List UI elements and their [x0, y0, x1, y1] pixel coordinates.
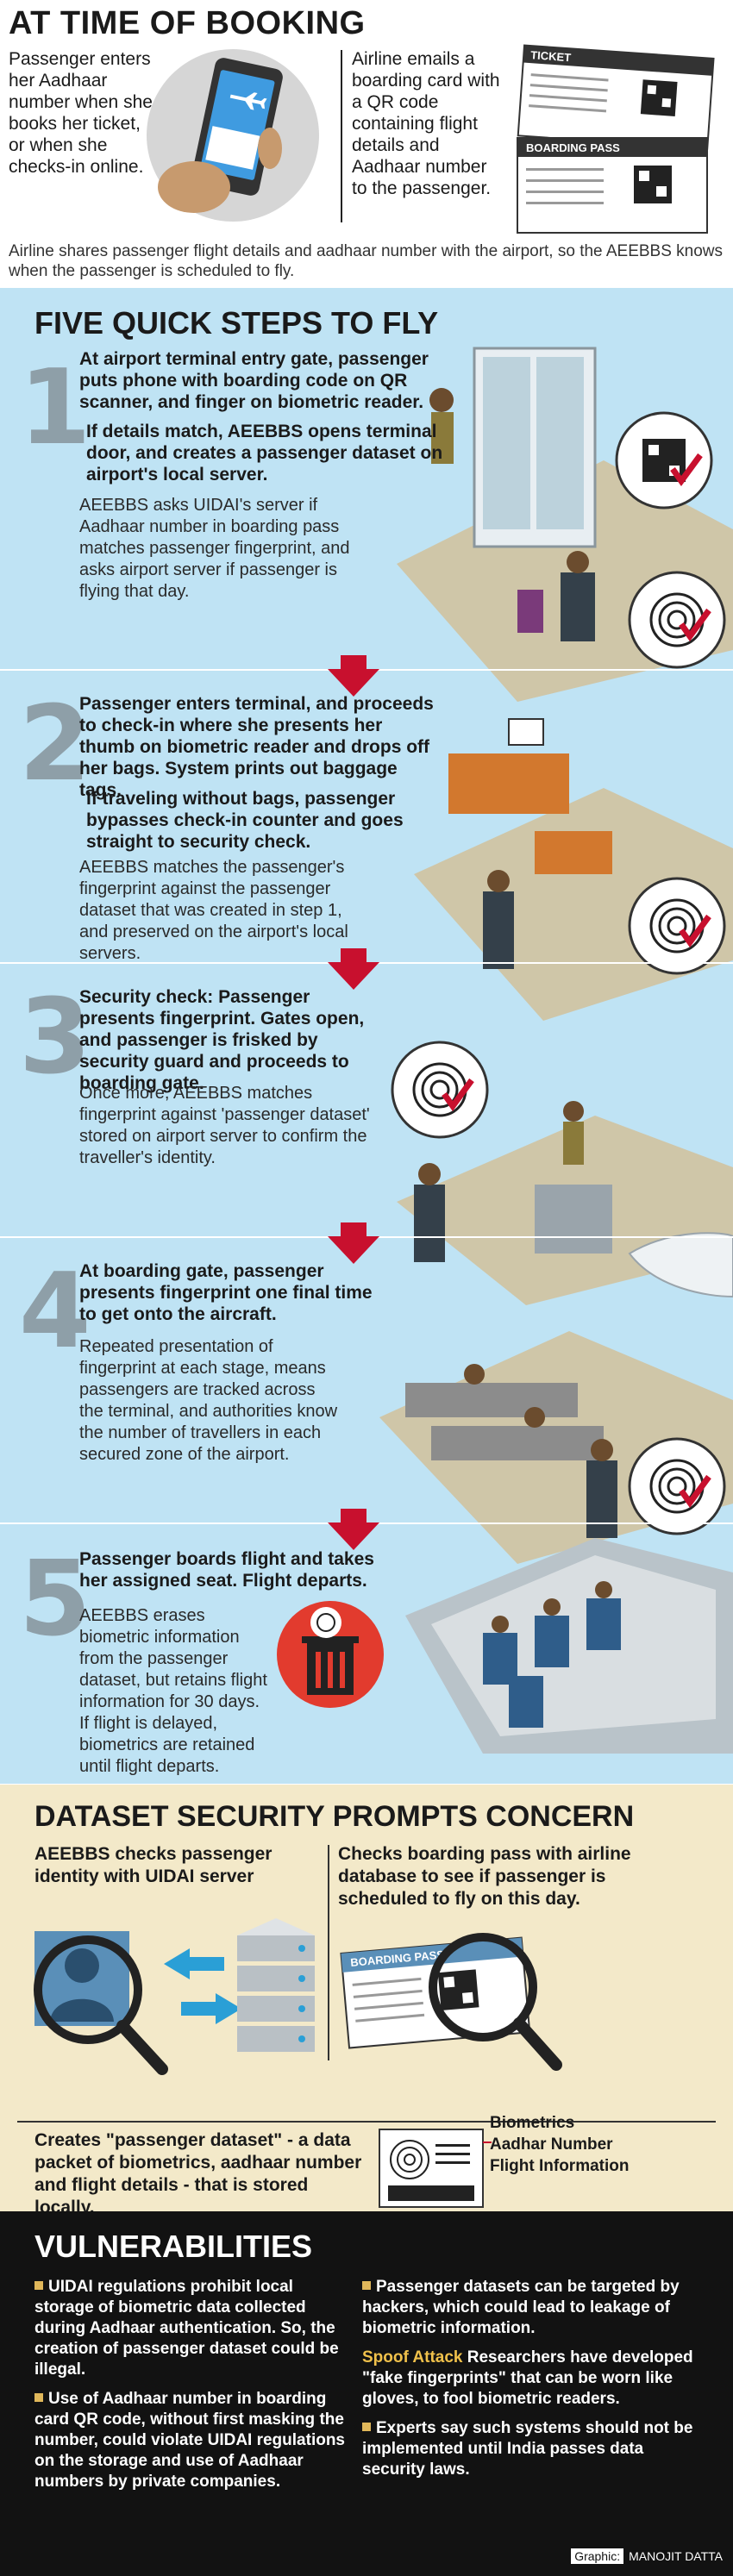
step-number: 3: [19, 978, 91, 1097]
vulnerability-item: Experts say such systems should not be i…: [362, 2418, 699, 2480]
bullet-icon: [34, 2281, 43, 2290]
vulnerability-item: Use of Aadhaar number in boarding card Q…: [34, 2389, 345, 2492]
dataset-packet-icon: [379, 2129, 492, 2208]
bullet-icon: [362, 2281, 371, 2290]
legend-item: Flight Information: [490, 2157, 630, 2175]
fingerprint-icon-1: [628, 571, 726, 669]
step-body: Repeated presentation of fingerprint at …: [79, 1337, 338, 1464]
step-arrow-stem: [341, 655, 366, 669]
step-title: Security check: Passenger presents finge…: [79, 987, 365, 1093]
step-subtitle: If details match, AEEBBS opens terminal …: [86, 422, 443, 485]
dataset-description: Creates "passenger dataset" - a data pac…: [34, 2130, 362, 2217]
step-body: AEEBBS matches the passenger's fingerpri…: [79, 858, 348, 963]
booking-bottom-text: Airline shares passenger flight details …: [9, 242, 724, 280]
ticket-illustration: TICKET BOARDING PASS: [504, 34, 724, 241]
step-arrow-icon: [328, 669, 379, 697]
credit-label: Graphic:: [571, 2548, 624, 2564]
vulnerability-text: Researchers have developed "fake fingerp…: [362, 2348, 693, 2408]
concern-right-text: Checks boarding pass with airline databa…: [338, 1844, 631, 1909]
step-title: Passenger boards flight and takes her as…: [79, 1549, 374, 1591]
vulnerability-item: Passenger datasets can be targeted by ha…: [362, 2277, 699, 2339]
concern-left-text: AEEBBS checks passenger identity with UI…: [34, 1844, 273, 1886]
vulnerabilities-section: VULNERABILITIES UIDAI regulations prohib…: [0, 2211, 733, 2576]
step-number: 1: [19, 348, 91, 468]
vulnerability-item: Spoof Attack Researchers have developed …: [362, 2348, 699, 2410]
step-number: 5: [19, 1540, 91, 1660]
step-number: 4: [19, 1252, 91, 1372]
booking-right-text: Airline emails a boarding card with a QR…: [352, 49, 500, 198]
concern-hdivider: [17, 2121, 716, 2123]
step-arrow-stem: [341, 1222, 366, 1236]
magnifier-icon: [34, 1935, 142, 2044]
graphic-credit: Graphic: MANOJIT DATTA: [571, 2548, 723, 2564]
concern-title: DATASET SECURITY PROMPTS CONCERN: [34, 1800, 635, 1833]
vulnerability-text: Passenger datasets can be targeted by ha…: [362, 2278, 680, 2337]
step-arrow-icon: [328, 1522, 379, 1550]
trash-icon: [277, 1601, 384, 1708]
step-body: Once more, AEEBBS matches fingerprint ag…: [79, 1084, 370, 1167]
steps-title: FIVE QUICK STEPS TO FLY: [34, 305, 439, 341]
vulnerability-text: Experts say such systems should not be i…: [362, 2419, 693, 2479]
booking-section: AT TIME OF BOOKING Passenger enters her …: [0, 0, 733, 284]
arrow-left-icon: [164, 1948, 224, 1979]
vulnerability-text: UIDAI regulations prohibit local storage…: [34, 2278, 339, 2379]
ticket-boarding-label: BOARDING PASS: [526, 141, 620, 154]
step-title: At boarding gate, passenger presents fin…: [79, 1261, 373, 1324]
ticket-label: TICKET: [530, 48, 572, 64]
phone-illustration: [142, 45, 323, 226]
fingerprint-icon-4: [628, 1437, 726, 1535]
step-body: AEEBBS erases biometric information from…: [79, 1606, 267, 1776]
step-arrow-icon: [328, 962, 379, 990]
steps-illustrations: [379, 347, 733, 1754]
server-icon: [237, 1918, 315, 2052]
vulnerabilities-left-column: UIDAI regulations prohibit local storage…: [34, 2277, 345, 2501]
legend-item: Biometrics: [490, 2114, 575, 2132]
step-title: At airport terminal entry gate, passenge…: [79, 349, 429, 412]
spoof-attack-label: Spoof Attack: [362, 2348, 463, 2367]
vulnerability-text: Use of Aadhaar number in boarding card Q…: [34, 2390, 345, 2491]
dataset-legend: Biometrics Aadhar Number Flight Informat…: [490, 2112, 697, 2177]
step-arrow-stem: [341, 1509, 366, 1522]
arrow-right-icon: [181, 1993, 241, 2024]
step-body: AEEBBS asks UIDAI's server if Aadhaar nu…: [79, 496, 350, 601]
step-title: Passenger enters terminal, and proceeds …: [79, 694, 434, 800]
fingerprint-icon-2: [628, 877, 726, 975]
booking-title: AT TIME OF BOOKING: [9, 5, 366, 41]
steps-section: FIVE QUICK STEPS TO FLY: [0, 288, 733, 1784]
bullet-icon: [362, 2423, 371, 2431]
credit-name: MANOJIT DATTA: [629, 2549, 723, 2563]
concern-illustration: BOARDING PASS: [34, 1918, 562, 2075]
step-number: 2: [19, 685, 91, 804]
vulnerabilities-right-column: Passenger datasets can be targeted by ha…: [362, 2277, 699, 2489]
vulnerabilities-title: VULNERABILITIES: [34, 2229, 313, 2264]
step-subtitle: If traveling without bags, passenger byp…: [86, 789, 404, 852]
legend-item: Aadhar Number: [490, 2135, 613, 2154]
vulnerability-item: UIDAI regulations prohibit local storage…: [34, 2277, 345, 2380]
concern-divider: [328, 1845, 329, 2060]
booking-divider: [341, 50, 342, 222]
booking-left-text: Passenger enters her Aadhaar number when…: [9, 49, 153, 177]
dataset-concern-section: DATASET SECURITY PROMPTS CONCERN AEEBBS …: [0, 1785, 733, 2217]
fingerprint-icon-3: [391, 1041, 489, 1139]
step-arrow-stem: [341, 948, 366, 962]
bullet-icon: [34, 2393, 43, 2402]
step-arrow-icon: [328, 1236, 379, 1264]
